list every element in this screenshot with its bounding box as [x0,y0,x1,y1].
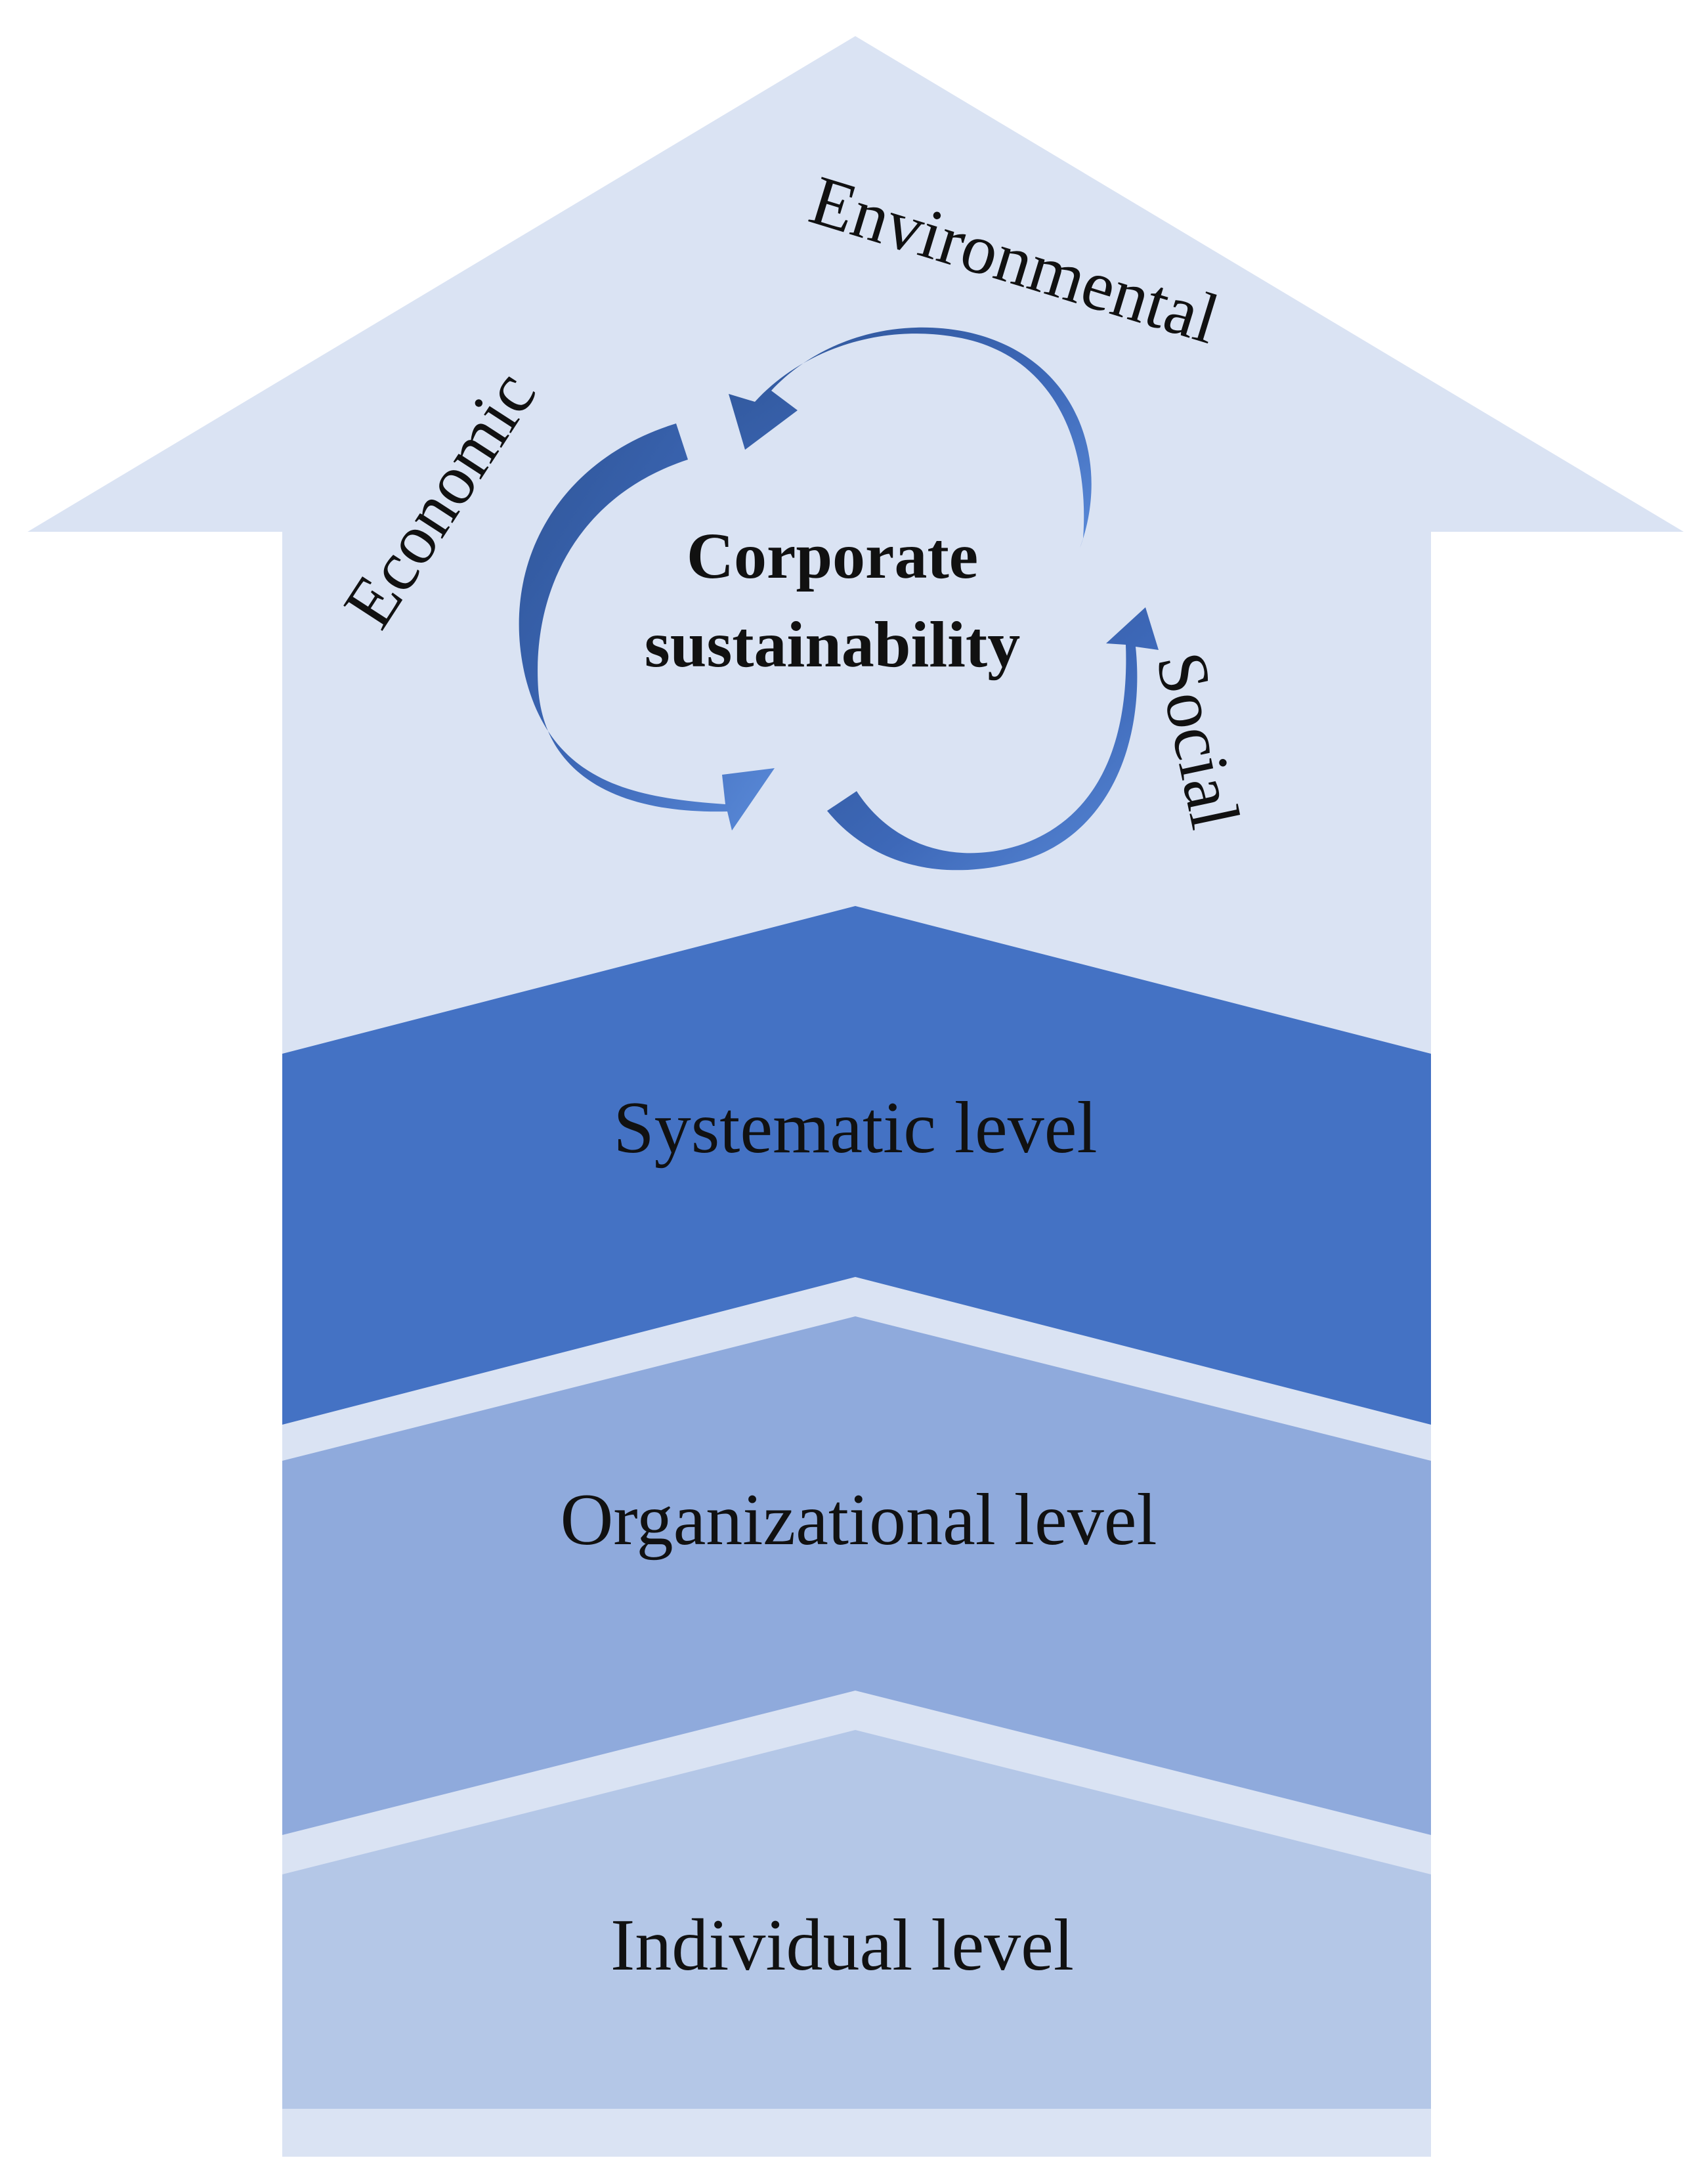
sustainability-cycle [519,327,1159,871]
systematic-level-band [282,906,1431,1425]
cycle-arrow-social [827,607,1159,871]
center-title-line1: Corporate [687,519,978,592]
systematic-level-label: Systematic level [613,1087,1097,1169]
organizational-level-label: Organizational level [560,1479,1157,1561]
organizational-level-band [282,1316,1431,1835]
cycle-arrow-economic [519,423,775,831]
individual-level-label: Individual level [610,1905,1074,1986]
center-title-line2: sustainability [645,608,1020,681]
individual-level-band [282,1730,1431,2109]
